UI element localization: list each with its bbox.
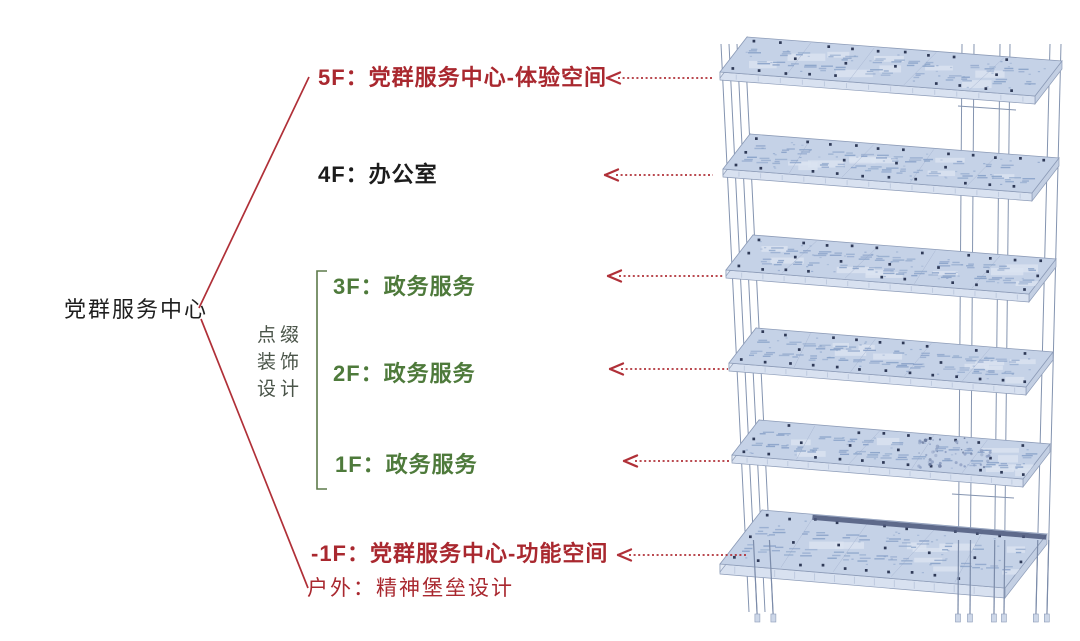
building-slab-4	[728, 326, 1054, 397]
building-model	[719, 35, 1063, 623]
building-slab-2	[722, 132, 1060, 203]
pointcloud-noise	[917, 437, 992, 469]
floor-label-3f: 3F：政务服务	[333, 274, 476, 299]
floor-label-2f: 2F：政务服务	[333, 361, 476, 386]
slab-texture	[731, 39, 1046, 92]
floor-label-1f: 1F：政务服务	[335, 452, 478, 477]
slab-texture	[734, 137, 1046, 188]
floor-label-minus1f: -1F：党群服务中心-功能空间	[311, 541, 609, 566]
floor-label-5f: 5F：党群服务中心-体验空间	[318, 65, 608, 90]
floor-label-4f: 4F：办公室	[318, 162, 438, 187]
floor-arrow-5F	[605, 71, 713, 85]
slab-texture	[737, 238, 1045, 291]
branch-line-up	[198, 76, 310, 309]
building-slab-6	[719, 508, 1048, 600]
building-slab-5	[731, 418, 1051, 489]
floor-arrow-3F	[606, 269, 723, 283]
floor-arrow-4F	[603, 168, 713, 182]
decor-design-label: 点缀 装饰 设计	[257, 322, 303, 403]
slab-texture	[733, 513, 1026, 583]
branch-line-down	[200, 318, 309, 589]
building-columns-front	[752, 539, 1050, 623]
building-columns	[720, 43, 1062, 613]
floor-label-outdoor: 户外：精神堡垒设计	[307, 576, 514, 600]
branch-lines	[198, 76, 310, 589]
floor-arrow-1F	[622, 454, 731, 468]
slab-texture	[739, 330, 1036, 384]
building-slab-1	[719, 35, 1063, 106]
floor-arrow--1F	[616, 548, 747, 562]
decor-line-2: 装饰	[257, 352, 304, 373]
floor-arrows	[603, 71, 747, 562]
floor-arrow-2F	[608, 362, 728, 376]
decor-line-1: 点缀	[257, 325, 304, 346]
group-bracket	[316, 270, 327, 490]
building-slab-3	[725, 233, 1057, 304]
root-node-label: 党群服务中心	[64, 297, 209, 322]
decor-line-3: 设计	[257, 379, 304, 400]
